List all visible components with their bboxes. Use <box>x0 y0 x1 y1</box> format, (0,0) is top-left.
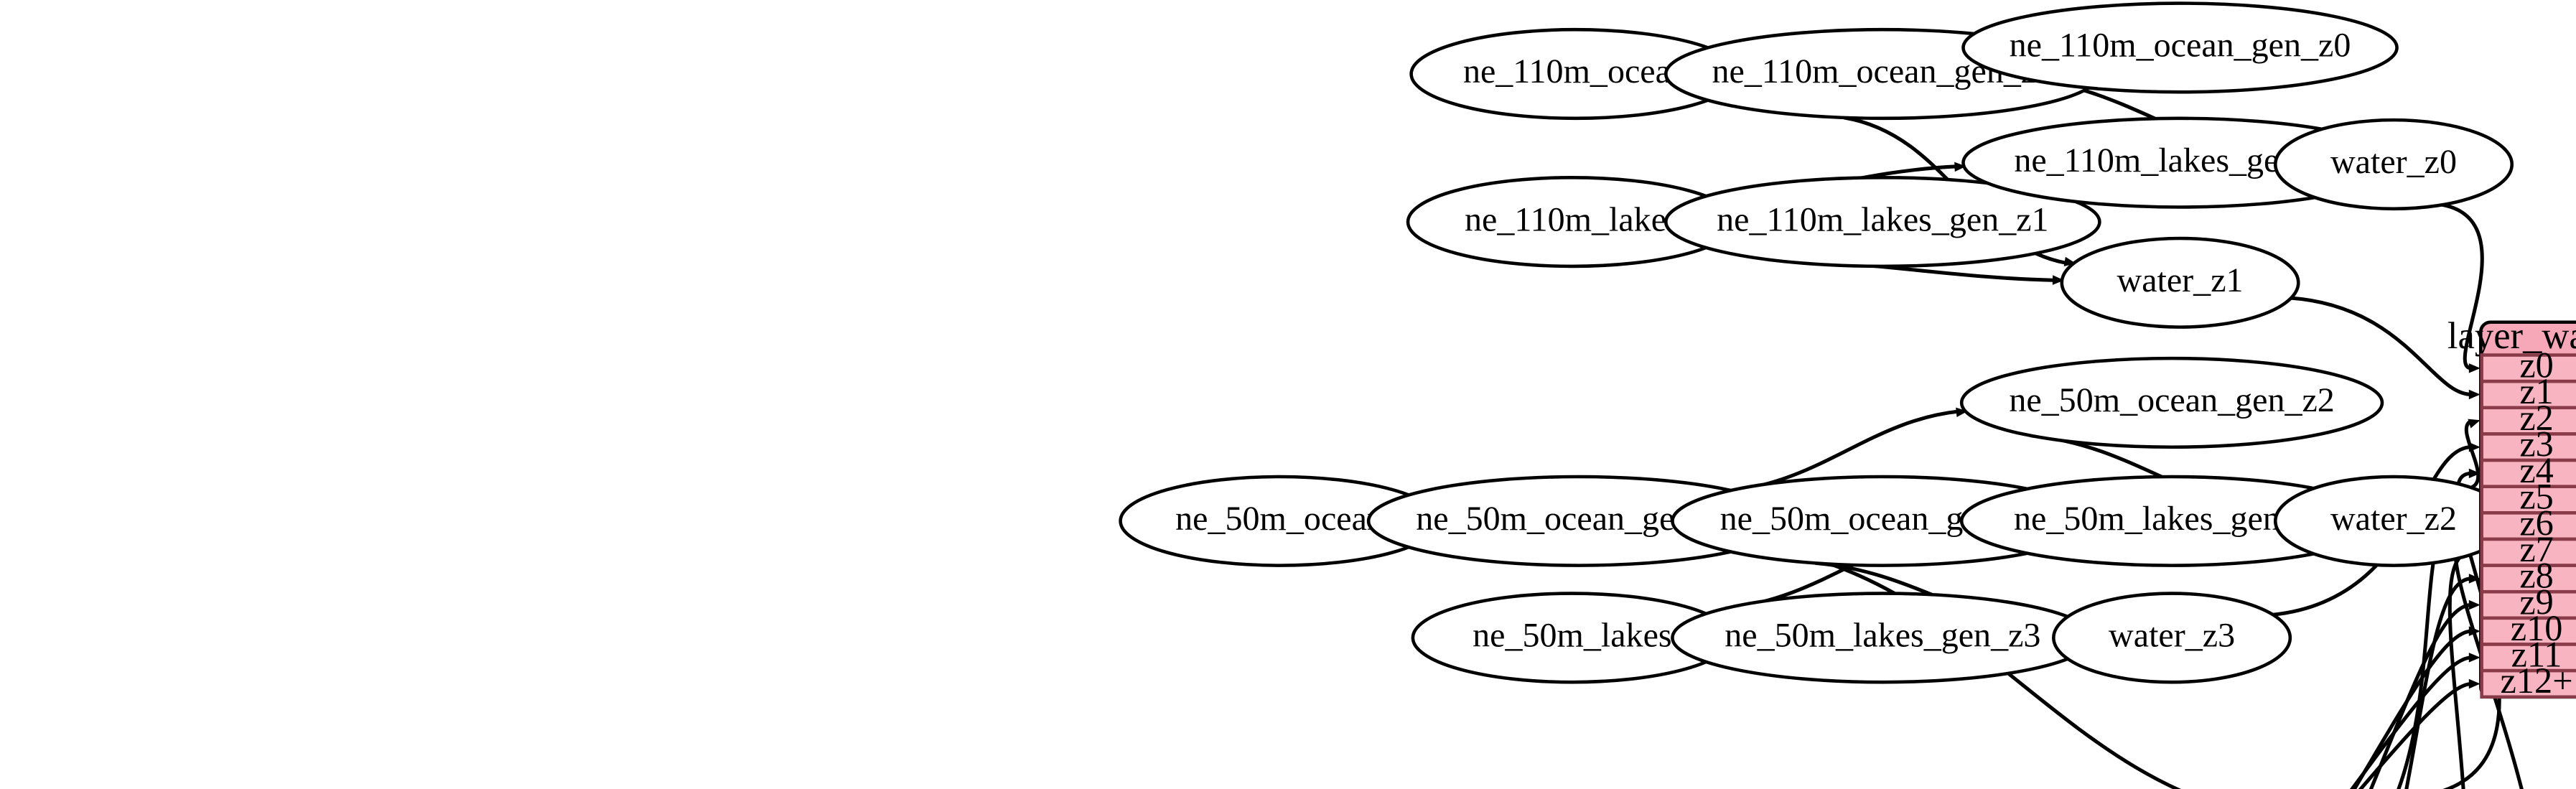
layer-water-row-z9[interactable] <box>2480 589 2576 620</box>
arrow-icon <box>2468 599 2481 610</box>
arrow-icon <box>2468 389 2481 400</box>
layer-water-row-z6[interactable] <box>2480 511 2576 541</box>
layer-water-row-z8[interactable] <box>2480 564 2576 594</box>
layer-water-table[interactable]: layer_waterz0z1z2z3z4z5z6z7z8z9z10z11z12… <box>2447 315 2576 701</box>
layer-water-row-label: z11 <box>2511 635 2562 675</box>
arrow-icon <box>2468 442 2481 452</box>
layer-water-row-z3[interactable] <box>2480 432 2576 462</box>
graph-node-ne_110m_ocean_gen_z0[interactable]: ne_110m_ocean_gen_z0 <box>1961 1 2399 94</box>
nodes-layer: imposm3osm_water_polygonosm_ocean_polygo… <box>1119 1 2514 684</box>
layer-water-row-label: z8 <box>2519 556 2554 596</box>
graph-edge-water_z9--to--layer_water_z9 <box>2369 603 2472 789</box>
layer-water-row-z12plus[interactable] <box>2480 668 2576 699</box>
node-shape <box>1671 592 2095 684</box>
graph-edge-water_z0--to--layer_water_z0 <box>2439 202 2484 370</box>
node-shape <box>2273 475 2514 567</box>
graph-node-water_z0[interactable]: water_z0 <box>2273 118 2514 211</box>
layer-water-row-label: z0 <box>2519 345 2554 386</box>
graph-node-ne_50m_ocean_gen_z2[interactable]: ne_50m_ocean_gen_z2 <box>1959 356 2384 449</box>
layer-water-row-label: z1 <box>2519 371 2554 411</box>
arrow-icon <box>1956 407 1968 418</box>
layer-water-row-label: z12+ <box>2501 660 2573 701</box>
arrow-icon <box>2468 653 2481 663</box>
node-shape <box>1664 175 2101 269</box>
node-shape <box>2060 236 2300 329</box>
graph-node-water_z3[interactable]: water_z3 <box>2052 592 2292 684</box>
arrow-icon <box>1954 162 1966 172</box>
layer-water-table-title: layer_water <box>2447 315 2576 357</box>
layer-water-row-label: z10 <box>2511 608 2563 648</box>
layer-water-row-label: z2 <box>2519 398 2554 438</box>
graph-edge-water_z8--to--layer_water_z8 <box>2404 576 2472 789</box>
layer-water-row-label: z3 <box>2519 424 2554 464</box>
node-shape <box>1961 1 2399 94</box>
layer-water-row-label: z4 <box>2519 450 2554 490</box>
arrow-icon <box>2468 574 2481 584</box>
layer-water-row-z0[interactable] <box>2480 353 2576 383</box>
graph-edge-water_z2--to--layer_water_z2 <box>2465 419 2481 490</box>
graph-edge-water_z11--to--layer_water_z11 <box>2349 655 2472 789</box>
node-shape <box>1959 356 2384 449</box>
graph-node-ne_50m_lakes_gen_z3[interactable]: ne_50m_lakes_gen_z3 <box>1671 592 2095 684</box>
layer-water-row-z5[interactable] <box>2480 485 2576 515</box>
graph-node-water_z2[interactable]: water_z2 <box>2273 475 2514 567</box>
node-shape <box>2052 592 2292 684</box>
graph-edge-water_z1--to--layer_water_z1 <box>2288 296 2472 397</box>
arrow-icon <box>2468 419 2481 429</box>
arrow-icon <box>2052 275 2064 285</box>
layer-water-row-label: z6 <box>2519 503 2554 543</box>
graph-edge-water_z10--to--layer_water_z10 <box>2352 629 2472 789</box>
arrow-icon <box>2468 626 2481 636</box>
node-shape <box>2273 118 2514 211</box>
graph-edge-water_z12--to--layer_water_z12_ <box>2358 681 2472 789</box>
arrow-icon <box>2468 363 2481 373</box>
layer-water-row-label: z9 <box>2519 582 2554 622</box>
arrow-icon <box>2468 468 2481 479</box>
graph-node-water_z1[interactable]: water_z1 <box>2060 236 2300 329</box>
layer-water-row-label: z7 <box>2519 529 2554 569</box>
layer-water-row-label: z5 <box>2519 477 2554 517</box>
arrow-icon <box>2468 678 2481 689</box>
